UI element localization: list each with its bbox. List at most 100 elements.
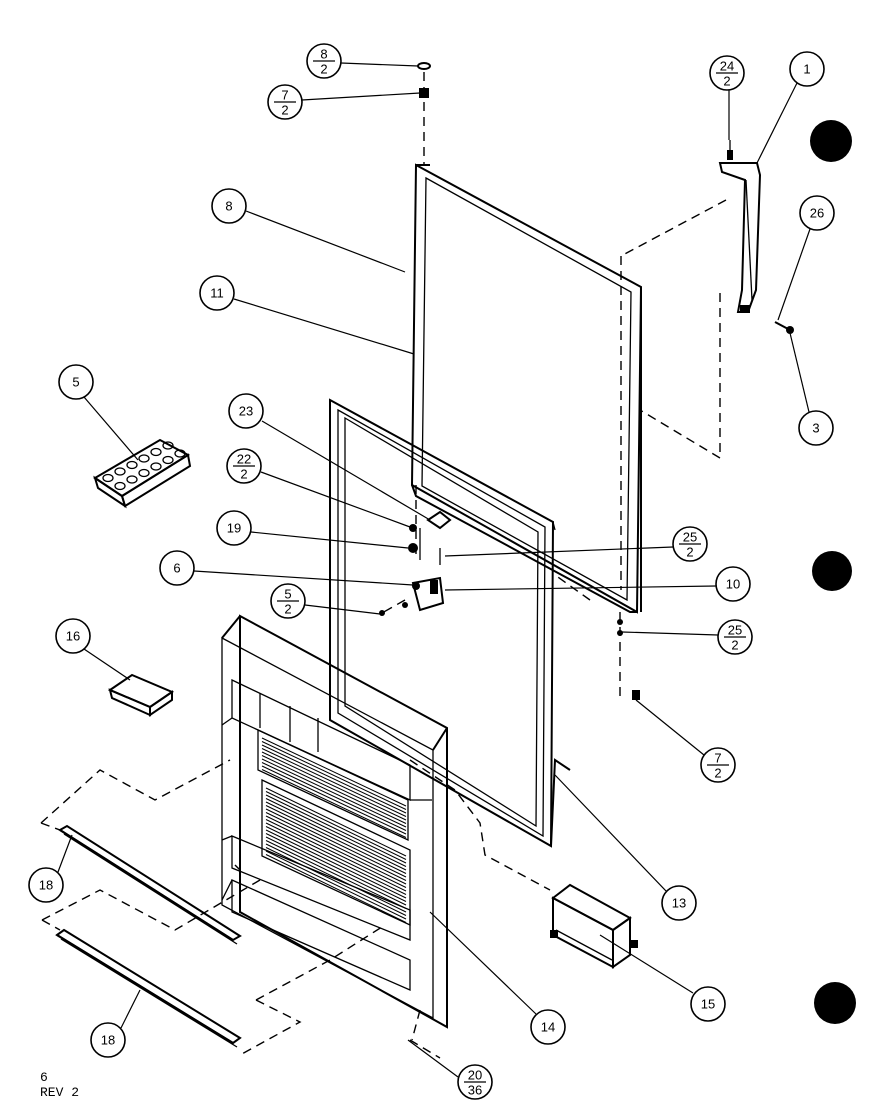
egg-cup — [114, 467, 126, 476]
vent-slat — [265, 826, 407, 895]
dairy-compartment-door — [107, 673, 175, 717]
egg-cup — [126, 460, 138, 470]
vent-slat — [265, 791, 407, 860]
callout-circle — [798, 410, 834, 446]
callout-leader — [777, 228, 811, 321]
callout-19: 19 — [216, 510, 409, 549]
callout-7-2-bottom: 72 — [635, 699, 736, 783]
callout-24-2: 242 — [709, 55, 745, 140]
callout-quantity: 2 — [281, 103, 288, 118]
vent-slat — [265, 843, 407, 913]
callout-13: 13 — [554, 774, 697, 921]
revision-label: REV 2 — [40, 1085, 79, 1100]
callout-part-number: 24 — [720, 59, 734, 74]
callout-leader — [245, 210, 406, 273]
door-stop-bracket — [408, 510, 452, 565]
egg-cup — [150, 447, 162, 457]
callout-18-b: 18 — [90, 989, 141, 1058]
vent-slat — [265, 819, 407, 888]
egg-cup — [102, 473, 114, 483]
callout-leader — [407, 1039, 459, 1078]
vent-slat — [265, 812, 407, 881]
callout-part-number: 8 — [320, 47, 327, 62]
callout-circle — [199, 275, 235, 311]
callout-number: 13 — [672, 896, 686, 911]
callout-22-2: 222 — [226, 448, 411, 528]
vent-slat — [265, 822, 407, 892]
egg-cup — [150, 462, 162, 471]
callout-leader — [83, 396, 139, 461]
vent-slat — [261, 758, 407, 828]
callout-circle — [715, 566, 751, 602]
vent-slat — [261, 762, 407, 831]
vent-slat — [261, 765, 407, 835]
callout-leader — [250, 531, 409, 549]
liner-vent-grid-lower — [265, 787, 407, 923]
egg-cup — [162, 441, 174, 450]
egg-cup — [138, 454, 150, 463]
callout-part-number: 20 — [468, 1068, 482, 1083]
alignment-lines — [40, 72, 727, 1059]
callout-leader — [444, 585, 717, 591]
callout-number: 5 — [72, 375, 79, 390]
callout-circle — [58, 364, 94, 400]
vent-slat — [265, 854, 407, 923]
callout-circle — [228, 393, 264, 429]
callout-quantity: 2 — [723, 74, 730, 89]
callout-leader — [429, 911, 537, 1015]
binder-hole-top — [810, 120, 852, 162]
callout-16: 16 — [55, 618, 131, 681]
callout-14: 14 — [429, 911, 566, 1045]
callout-15: 15 — [599, 934, 726, 1022]
callout-circle — [690, 986, 726, 1022]
callout-quantity: 2 — [284, 602, 291, 617]
callout-number: 23 — [239, 404, 253, 419]
callout-18-a: 18 — [28, 834, 73, 903]
callout-26: 26 — [777, 195, 835, 321]
callout-leader — [444, 546, 674, 557]
callout-5: 5 — [58, 364, 139, 461]
shelf-rail-lower — [55, 928, 242, 1048]
callout-quantity: 2 — [240, 467, 247, 482]
callout-leader — [57, 834, 73, 873]
page-number: 6 — [40, 1070, 48, 1085]
vent-slat — [265, 850, 407, 920]
vent-slat — [261, 751, 407, 821]
callout-number: 1 — [803, 62, 810, 77]
callout-25-2-b: 252 — [621, 619, 753, 655]
outer-door-panel — [410, 163, 643, 614]
vent-slat — [265, 794, 407, 864]
callout-number: 26 — [810, 206, 824, 221]
vent-slat — [261, 741, 407, 810]
callout-circle — [211, 188, 247, 224]
shelf-rail-upper — [58, 824, 242, 945]
callout-leader — [120, 989, 141, 1029]
callout-circle — [90, 1022, 126, 1058]
callout-leader — [554, 774, 667, 892]
callout-circle — [799, 195, 835, 231]
egg-cup — [138, 468, 150, 478]
callout-circle — [159, 550, 195, 586]
callout-5-2: 52 — [270, 583, 381, 619]
vent-slat — [261, 744, 407, 814]
handle-screw — [774, 321, 794, 334]
vent-slat — [265, 840, 407, 909]
vent-slat — [261, 769, 407, 838]
callout-number: 6 — [173, 561, 180, 576]
callout-8-2-top: 82 — [306, 43, 419, 79]
liner-vent-grid-upper — [261, 737, 407, 838]
callout-number: 8 — [225, 199, 232, 214]
callout-6: 6 — [159, 550, 414, 586]
egg-cup — [174, 449, 186, 458]
vent-slat — [261, 748, 407, 817]
callout-leader — [301, 92, 421, 101]
binder-hole-middle — [812, 551, 852, 591]
vent-slat — [265, 801, 407, 871]
callout-number: 15 — [701, 997, 715, 1012]
door-handle — [718, 140, 762, 313]
door-liner — [221, 614, 448, 1029]
vent-slat — [265, 829, 407, 899]
